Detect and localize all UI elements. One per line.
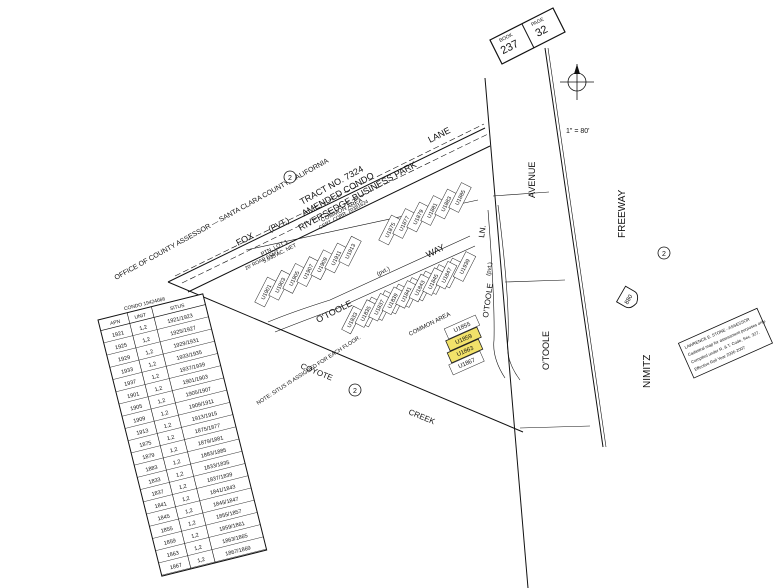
svg-text:1929: 1929 bbox=[118, 355, 131, 364]
svg-text:1,2: 1,2 bbox=[166, 435, 175, 443]
svg-text:1,2: 1,2 bbox=[148, 361, 157, 369]
table-header-row: APN UNIT SITUS bbox=[100, 303, 216, 569]
book-page-box: BOOK 237 PAGE 32 bbox=[489, 7, 566, 65]
office-title: OFFICE OF COUNTY ASSESSOR — SANTA CLARA … bbox=[114, 157, 331, 281]
svg-text:1913: 1913 bbox=[136, 428, 149, 437]
street-nimitz: NIMITZ bbox=[642, 355, 653, 388]
street-otoole-ave: O'TOOLE bbox=[541, 331, 551, 370]
situs-note: NOTE: SITUS IS ASSIGNED FOR EACH FLOOR. bbox=[256, 334, 363, 406]
svg-text:1,2: 1,2 bbox=[179, 483, 188, 491]
page-label: PAGE bbox=[530, 16, 545, 28]
street-ln: LN. bbox=[477, 225, 488, 239]
svg-text:1909: 1909 bbox=[133, 416, 146, 425]
svg-text:1879: 1879 bbox=[142, 453, 155, 462]
street-otoole-ln: O'TOOLE bbox=[481, 283, 495, 319]
parcel-boundaries bbox=[167, 47, 607, 588]
svg-text:2: 2 bbox=[662, 251, 666, 258]
svg-text:1,2: 1,2 bbox=[145, 349, 154, 357]
svg-text:1,2: 1,2 bbox=[169, 447, 178, 455]
svg-text:1,2: 1,2 bbox=[194, 545, 203, 553]
common-area-bottom: COMMON AREA bbox=[408, 312, 451, 338]
scale-label: 1" = 80' bbox=[566, 128, 589, 135]
svg-text:1,2: 1,2 bbox=[163, 422, 172, 430]
street-pvt: (PVT.) bbox=[267, 216, 291, 234]
svg-text:1,2: 1,2 bbox=[172, 459, 181, 467]
svg-text:1875: 1875 bbox=[139, 440, 152, 449]
svg-text:1937: 1937 bbox=[124, 379, 137, 388]
svg-text:1859: 1859 bbox=[163, 538, 176, 547]
assessor-stamp: LAWRENCE E. STONE - ASSESSOR Cadastral m… bbox=[677, 307, 774, 379]
street-lane: LANE bbox=[426, 125, 451, 145]
street-way: WAY bbox=[424, 242, 446, 260]
svg-text:1933: 1933 bbox=[121, 367, 134, 376]
svg-text:1,2: 1,2 bbox=[139, 325, 148, 333]
svg-text:1855: 1855 bbox=[160, 526, 173, 535]
svg-text:1,2: 1,2 bbox=[154, 386, 163, 394]
svg-text:1,2: 1,2 bbox=[142, 337, 151, 345]
svg-text:1921: 1921 bbox=[111, 330, 124, 339]
svg-text:1841: 1841 bbox=[154, 501, 167, 510]
svg-text:1833: 1833 bbox=[148, 477, 161, 486]
svg-text:1,2: 1,2 bbox=[191, 532, 200, 540]
north-arrow-icon bbox=[560, 64, 594, 100]
svg-text:1,2: 1,2 bbox=[176, 471, 185, 479]
svg-text:1,2: 1,2 bbox=[185, 508, 194, 516]
svg-text:1883: 1883 bbox=[145, 465, 158, 474]
circle-marker-3: 2 bbox=[348, 383, 362, 397]
svg-text:880: 880 bbox=[624, 293, 635, 305]
svg-text:2: 2 bbox=[353, 388, 357, 395]
svg-text:1845: 1845 bbox=[157, 514, 170, 523]
pvt-mark-2: (pvt.) bbox=[486, 262, 494, 276]
street-creek: CREEK bbox=[407, 408, 437, 427]
svg-text:1925: 1925 bbox=[115, 342, 128, 351]
street-avenue: AVENUE bbox=[527, 162, 537, 198]
table-header-apn: APN bbox=[110, 319, 122, 327]
interstate-880-icon: 880 bbox=[615, 285, 639, 309]
circle-marker-1: 2 bbox=[283, 170, 297, 184]
pvt-mark-1: (pvt.) bbox=[376, 266, 391, 278]
svg-text:1,2: 1,2 bbox=[197, 557, 206, 565]
svg-text:1863: 1863 bbox=[166, 550, 179, 559]
svg-text:1867: 1867 bbox=[169, 563, 182, 572]
svg-text:2: 2 bbox=[288, 175, 292, 182]
svg-text:1837: 1837 bbox=[151, 489, 164, 498]
svg-text:1905: 1905 bbox=[130, 404, 143, 413]
svg-text:1,2: 1,2 bbox=[151, 373, 160, 381]
svg-text:1,2: 1,2 bbox=[188, 520, 197, 528]
table-body: 19211,21921/192319251,21925/192719291,21… bbox=[103, 313, 267, 576]
table-header-situs: SITUS bbox=[169, 303, 185, 313]
table-header-unit: UNIT bbox=[134, 312, 147, 321]
page-number: 32 bbox=[534, 23, 550, 39]
circle-marker-2: 2 bbox=[657, 246, 671, 260]
svg-text:1,2: 1,2 bbox=[160, 410, 169, 418]
svg-text:1,2: 1,2 bbox=[157, 398, 166, 406]
street-freeway: FREEWAY bbox=[617, 189, 628, 238]
svg-text:1901: 1901 bbox=[127, 391, 140, 400]
svg-text:1,2: 1,2 bbox=[182, 496, 191, 504]
